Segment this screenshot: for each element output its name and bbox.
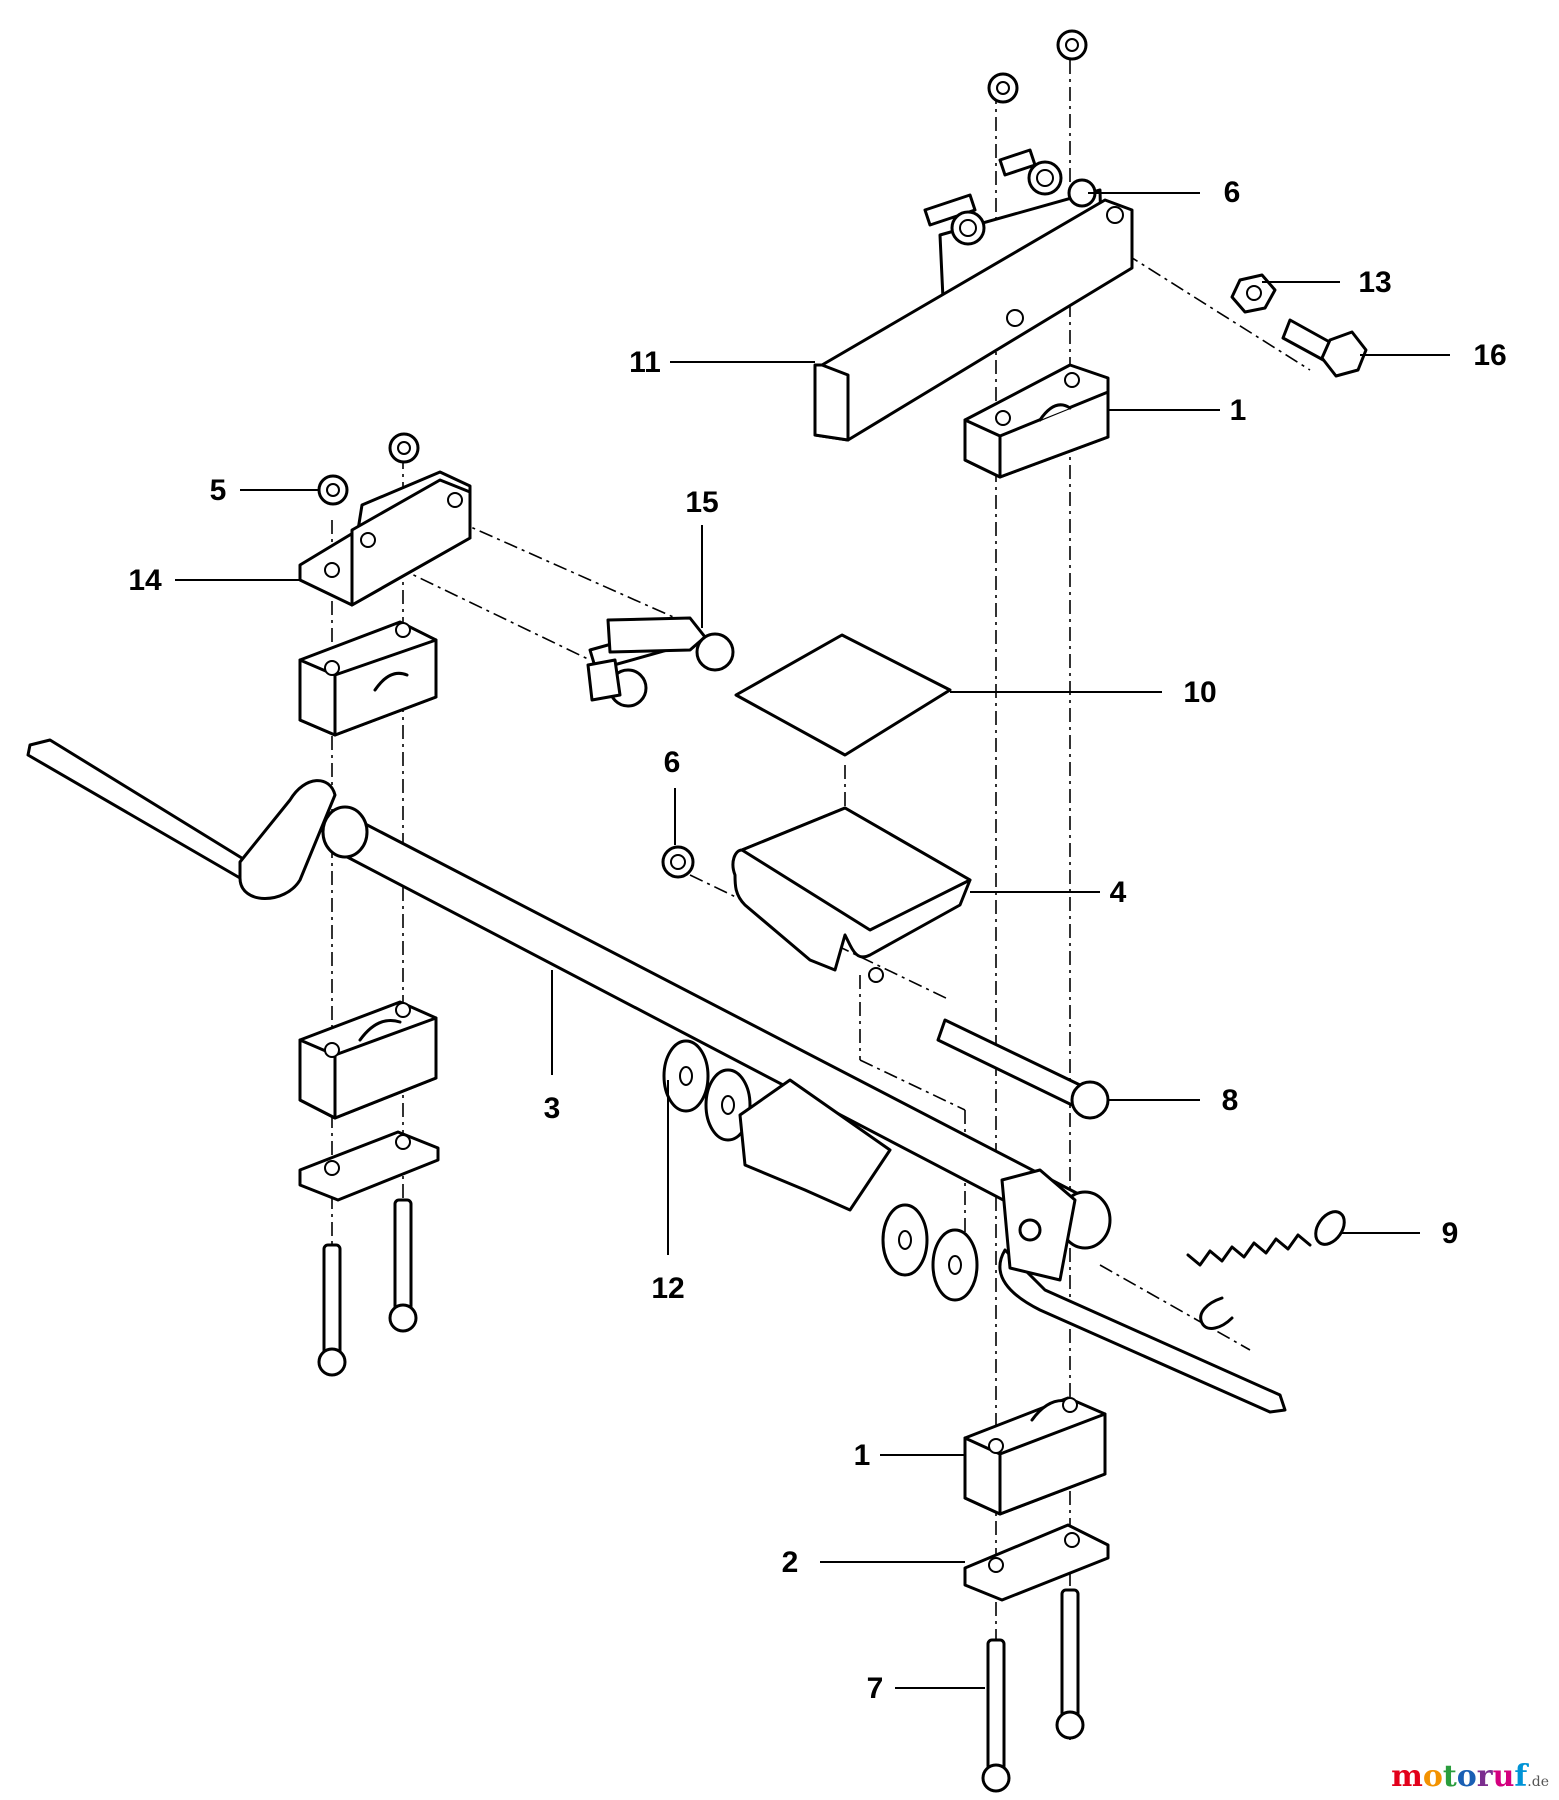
part-nut-5	[317, 432, 420, 506]
logo-letter: o	[1422, 1759, 1443, 1794]
callout-15: 15	[685, 486, 718, 519]
callout-7: 7	[867, 1672, 884, 1705]
part-pin-8	[936, 1018, 1110, 1120]
part-left-bracket	[298, 470, 472, 607]
leader-lines	[175, 192, 1450, 1689]
part-bolts-left	[317, 1198, 418, 1377]
logo-letter: f	[1514, 1759, 1528, 1794]
logo-letter: o	[1456, 1759, 1477, 1794]
part-pad-10	[734, 633, 952, 757]
part-pedal-4	[731, 806, 972, 983]
callout-5: 5	[210, 474, 227, 507]
part-clamp-block-lower	[963, 1396, 1107, 1516]
callout-12: 12	[651, 1272, 684, 1305]
part-spring-9	[1186, 1210, 1346, 1330]
callout-1-upper: 1	[1230, 394, 1247, 427]
part-bolt-15	[586, 616, 735, 708]
bracket-hardware	[923, 29, 1097, 246]
part-bolts-7	[981, 1588, 1085, 1793]
callout-3: 3	[544, 1092, 561, 1125]
motoruf-logo: motoruf.de	[1391, 1759, 1549, 1794]
part-plate-2	[963, 1523, 1110, 1602]
part-upper-bracket	[813, 188, 1134, 442]
callout-11: 11	[629, 346, 661, 379]
callout-14: 14	[128, 564, 162, 597]
callout-16: 16	[1473, 339, 1506, 372]
callout-9: 9	[1442, 1217, 1459, 1250]
callout-10: 10	[1183, 676, 1216, 709]
callout-6-upper: 6	[1224, 176, 1241, 209]
part-washers-12	[662, 1039, 979, 1302]
callout-13: 13	[1358, 266, 1391, 299]
logo-letter: t	[1442, 1759, 1457, 1794]
part-plate-left	[298, 1130, 440, 1202]
callout-6-left: 6	[664, 746, 681, 779]
callout-4: 4	[1110, 876, 1127, 909]
logo-letter: m	[1391, 1759, 1423, 1794]
part-hex-nut-13	[1230, 273, 1277, 314]
callout-2: 2	[782, 1546, 799, 1579]
callout-8: 8	[1222, 1084, 1239, 1117]
part-clamp-block-left-lower	[298, 1000, 438, 1120]
part-nut-6-left	[661, 845, 695, 879]
logo-letter: u	[1492, 1759, 1515, 1794]
part-hex-bolt-16	[1281, 318, 1368, 378]
callouts: 1 1 2 3 4 5 6 6 7 8 9 10 11 12 13 14 15 …	[128, 176, 1506, 1705]
part-shaft-3	[26, 738, 1287, 1414]
logo-letter: r	[1476, 1759, 1493, 1794]
part-clamp-block-left-upper	[298, 620, 438, 737]
logo-suffix: .de	[1527, 1774, 1549, 1790]
part-lever-arm	[1000, 1168, 1077, 1282]
callout-1-lower: 1	[854, 1439, 871, 1472]
part-clamp-block-upper	[963, 363, 1110, 479]
